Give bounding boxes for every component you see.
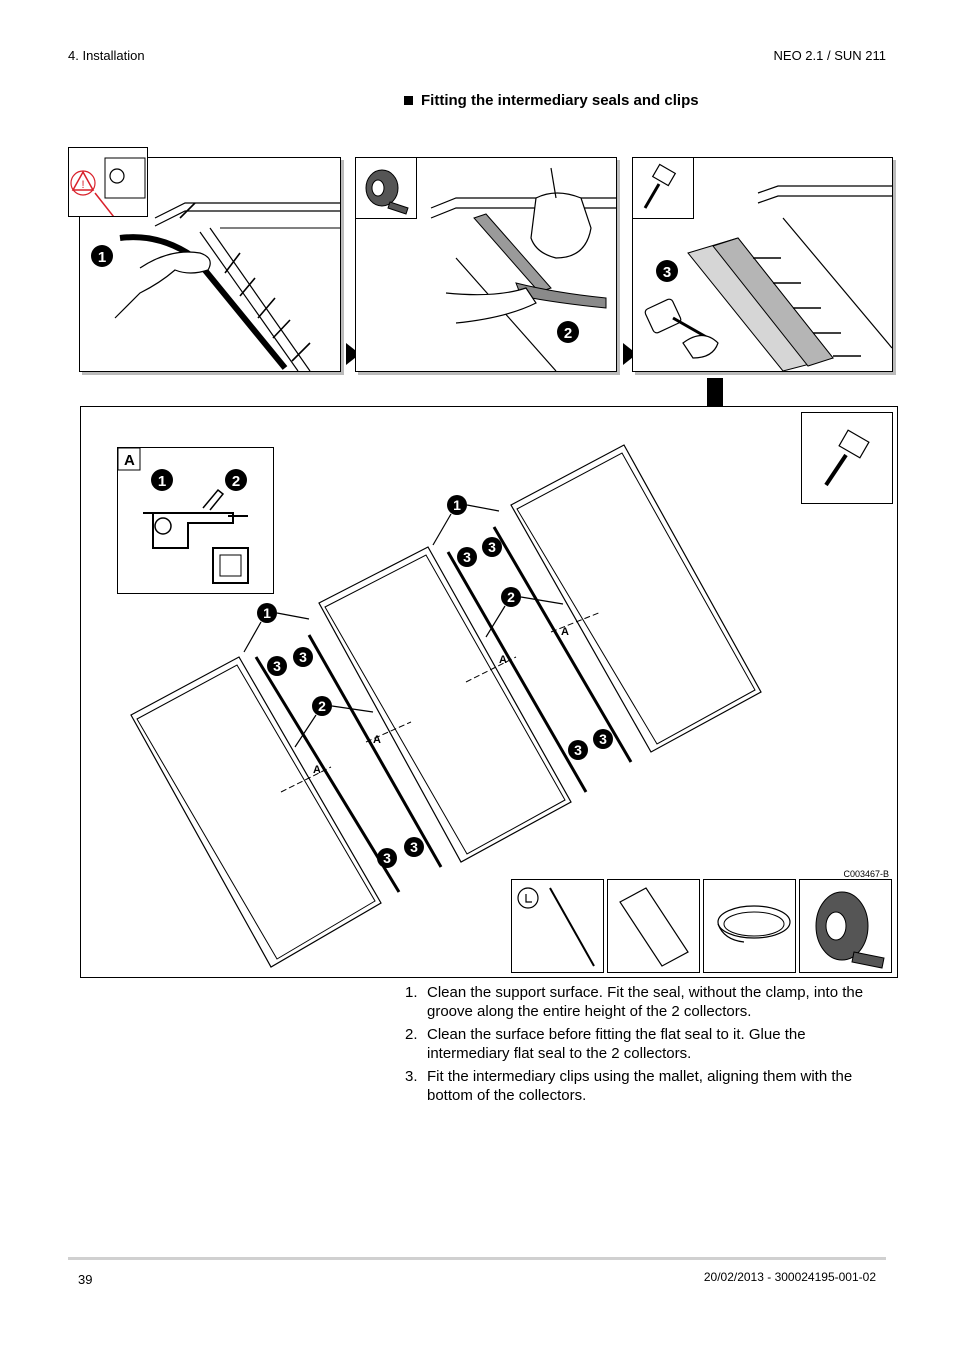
callout-1-text: 1: [98, 249, 106, 266]
step-text-3: Fit the intermediary clips using the mal…: [427, 1068, 853, 1104]
fig-callout-3d: 3: [410, 839, 418, 855]
fig-callout-3h: 3: [599, 731, 607, 747]
cord-seal-icon: [717, 905, 791, 943]
inset-callout-2: 2: [232, 473, 240, 490]
inset-label: A: [124, 452, 135, 469]
fig-callout-3g: 3: [574, 742, 582, 758]
fig-callout-2a: 2: [318, 698, 326, 714]
collector-assembly-illustration: A A A A 1 3 3 2 3 3 1 3 3 2 3 3: [130, 444, 762, 968]
fig-callout-3a: 3: [273, 658, 281, 674]
part-tape-roll: [799, 879, 892, 973]
document-reference: 20/02/2013 - 300024195-001-02: [703, 1270, 876, 1284]
fig-callout-3b: 3: [299, 649, 307, 665]
seal-tape-icon: [365, 169, 409, 215]
fig-callout-1b: 1: [453, 497, 461, 513]
tape-roll-icon: [815, 891, 885, 969]
fig-callout-3f: 3: [488, 539, 496, 555]
mallet-icon: [824, 429, 870, 487]
chapter-header: 4. Installation: [68, 48, 145, 63]
figure-code: C003467-B: [843, 869, 889, 879]
section-mark-a-3: A: [499, 654, 507, 666]
fig-callout-3c: 3: [383, 850, 391, 866]
product-header: NEO 2.1 / SUN 211: [773, 48, 886, 63]
detail-inset-a: A 1 2: [117, 447, 274, 594]
fig-callout-3e: 3: [463, 549, 471, 565]
instruction-steps: 1. Clean the support surface. Fit the se…: [400, 983, 890, 1109]
mallet-icon: [643, 163, 677, 209]
tape-roll-box: [355, 157, 417, 219]
mallet-tool-box: [801, 412, 893, 504]
footer-divider: [68, 1257, 886, 1260]
seal-profile-detail: A 1 2: [118, 448, 249, 584]
flat-seal-icon: [619, 887, 689, 967]
page-number: 39: [78, 1272, 93, 1287]
step-panel-3: 3: [632, 157, 893, 372]
part-clip-bar: [511, 879, 604, 973]
bullet-square-icon: [404, 96, 413, 105]
step-number-1: 1.: [405, 984, 418, 1001]
callout-badges: [257, 495, 613, 868]
clip-mallet-illustration: 3: [644, 185, 892, 371]
part-flat-seal: [607, 879, 700, 973]
step-text-1: Clean the support surface. Fit the seal,…: [427, 984, 864, 1020]
warning-detail-box: !: [68, 147, 148, 227]
fig-callout-1a: 1: [263, 605, 271, 621]
inset-callout-1: 1: [158, 473, 166, 490]
callout-3-text: 3: [663, 264, 671, 281]
mallet-box-small: [632, 157, 694, 219]
seal-fitting-illustration: 1: [91, 202, 340, 371]
flat-seal-illustration: 2: [430, 167, 616, 371]
svg-text:!: !: [81, 179, 84, 191]
section-mark-a-1: A: [313, 764, 321, 776]
fig-callout-2b: 2: [507, 589, 515, 605]
callout-2-text: 2: [564, 325, 572, 342]
warning-icon: !: [70, 157, 146, 227]
step-item-2: 2. Clean the surface before fitting the …: [400, 1025, 890, 1063]
step-item-3: 3. Fit the intermediary clips using the …: [400, 1067, 890, 1105]
callout-1-badge: [91, 245, 113, 267]
section-mark-a-4: A: [561, 626, 569, 638]
section-mark-a-2: A: [373, 734, 381, 746]
step-number-3: 3.: [405, 1068, 418, 1085]
part-cord-seal: [703, 879, 796, 973]
step-text-2: Clean the surface before fitting the fla…: [427, 1026, 806, 1062]
section-title-text: Fitting the intermediary seals and clips: [421, 92, 699, 109]
step-number-2: 2.: [405, 1026, 418, 1043]
section-title: Fitting the intermediary seals and clips: [404, 92, 699, 109]
collector-assembly-figure: A A A A 1 3 3 2 3 3 1 3 3 2 3 3: [80, 406, 898, 978]
step-item-1: 1. Clean the support surface. Fit the se…: [400, 983, 890, 1021]
clip-bar-icon: [517, 887, 595, 967]
